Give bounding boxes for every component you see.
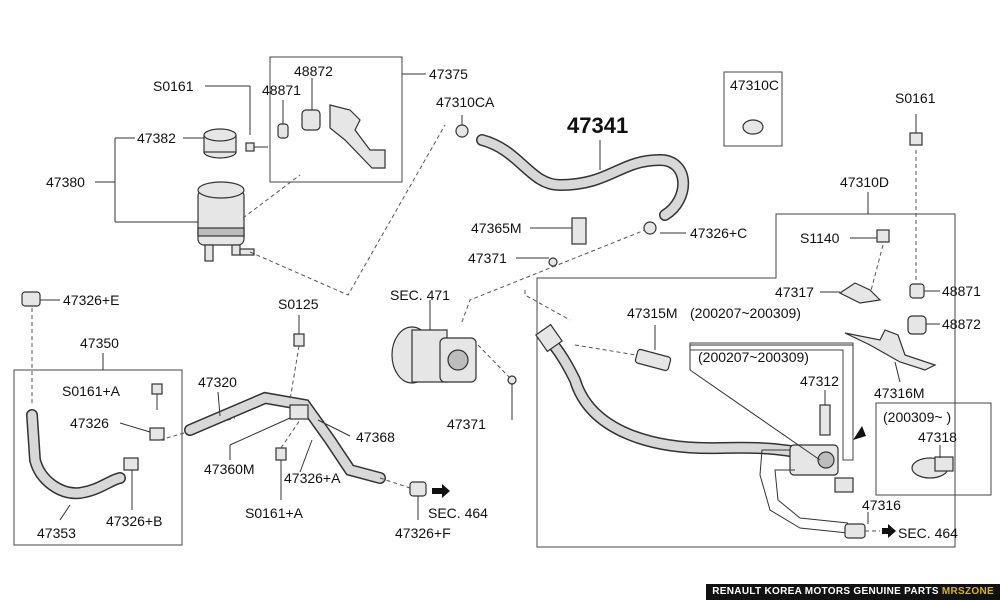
bracket-kit-box xyxy=(269,56,403,183)
reservoir-tank xyxy=(197,181,255,262)
bolt-s1140 xyxy=(876,229,890,243)
washer-47371-a xyxy=(548,257,558,267)
bracket-47317 xyxy=(838,282,882,304)
label-s0161-plus-a1: S0161+A xyxy=(62,383,121,399)
label-47320: 47320 xyxy=(198,374,237,390)
bushing-48872-b xyxy=(907,315,927,335)
label-sec464-b: SEC. 464 xyxy=(898,525,958,541)
bracket-47316m xyxy=(844,329,937,371)
reservoir-bracket xyxy=(329,104,386,169)
label-47360m: 47360M xyxy=(204,461,255,477)
label-47326a: 47326+A xyxy=(284,470,341,486)
label-sec471: SEC. 471 xyxy=(390,287,450,303)
label-47326e: 47326+E xyxy=(63,292,119,308)
pressure-valve-block xyxy=(789,444,854,493)
clamp-47310ca xyxy=(455,124,469,138)
label-s0161-plus-a2: S0161+A xyxy=(245,505,304,521)
label-47326f: 47326+F xyxy=(395,525,451,541)
clamp-47326 xyxy=(149,427,165,441)
grommet-48871-b xyxy=(909,283,925,299)
arrow-sec464-b xyxy=(882,524,896,538)
clamp-47326b xyxy=(123,457,139,471)
clamp-47326e xyxy=(21,291,41,307)
label-48871-a: 48871 xyxy=(262,82,301,98)
reservoir-cap xyxy=(203,128,237,159)
label-47371-b: 47371 xyxy=(447,416,486,432)
clamp-47310c xyxy=(742,119,764,135)
label-47312: 47312 xyxy=(800,373,839,389)
hose-fitting-top xyxy=(535,323,563,353)
label-47353: 47353 xyxy=(37,525,76,541)
label-sec464-a: SEC. 464 xyxy=(428,505,488,521)
pressure-hose-group xyxy=(524,114,992,548)
label-47310c: 47310C xyxy=(730,77,779,93)
label-47380: 47380 xyxy=(46,174,85,190)
label-47315m: 47315M xyxy=(627,305,678,321)
bolt-s0161-b xyxy=(909,132,923,146)
label-47326: 47326 xyxy=(70,415,109,431)
power-steering-pump xyxy=(391,326,477,384)
label-s1140: S1140 xyxy=(800,230,840,246)
label-s0161-a: S0161 xyxy=(153,78,194,94)
label-200309: (200309~ ) xyxy=(883,409,951,425)
label-47341: 47341 xyxy=(567,113,628,138)
label-48871-b: 48871 xyxy=(942,283,981,299)
label-200207-a: (200207~200309) xyxy=(690,305,801,321)
label-47317: 47317 xyxy=(775,284,814,300)
bolt-s0125 xyxy=(293,333,305,347)
label-47310ca: 47310CA xyxy=(436,94,495,110)
label-47316: 47316 xyxy=(862,497,901,513)
label-47365m: 47365M xyxy=(471,220,522,236)
suction-hose-47341 xyxy=(455,115,690,235)
variant-200309-box xyxy=(875,402,992,496)
bolt-s0161-a1 xyxy=(151,383,163,395)
reservoir-group xyxy=(95,56,446,296)
label-s0161-b: S0161 xyxy=(895,90,936,106)
return-line-group xyxy=(13,291,450,546)
sensor-47312 xyxy=(819,404,831,436)
pump-group xyxy=(391,217,646,420)
clamp-47326f xyxy=(409,481,427,497)
bushing-48872 xyxy=(301,109,321,131)
return-hose-box xyxy=(13,369,183,546)
label-48872-b: 48872 xyxy=(942,316,981,332)
grommet-48871 xyxy=(277,123,289,139)
bolt-s0161-a xyxy=(245,142,268,152)
label-47371-a: 47371 xyxy=(468,250,507,266)
fitting-47316 xyxy=(844,523,866,539)
clamp-47326c xyxy=(643,221,657,235)
label-47375: 47375 xyxy=(429,66,468,82)
label-47310d: 47310D xyxy=(840,174,889,190)
label-48872-a: 48872 xyxy=(294,63,333,79)
sensor-47318 xyxy=(911,456,954,479)
pressure-hose-box xyxy=(536,213,956,548)
label-47316m: 47316M xyxy=(874,385,925,401)
clamp-47310c-group xyxy=(723,71,783,147)
label-s0125: S0125 xyxy=(278,296,319,312)
footer-brand: MRSZONE xyxy=(941,586,994,597)
footer-text: RENAULT KOREA MOTORS GENUINE PARTS xyxy=(712,586,939,597)
union-bolt-47365m xyxy=(571,217,587,245)
label-47368: 47368 xyxy=(356,429,395,445)
watermark-footer: RENAULT KOREA MOTORS GENUINE PARTS MRSZO… xyxy=(706,584,1000,600)
label-47318: 47318 xyxy=(918,429,957,445)
label-47326c: 47326+C xyxy=(690,225,747,241)
label-47382: 47382 xyxy=(137,130,176,146)
label-47350: 47350 xyxy=(80,335,119,351)
bracket-47360m xyxy=(289,404,309,420)
sensor-47315m xyxy=(634,348,672,372)
part-labels: 47341 S0161 48872 47375 48871 47310CA 47… xyxy=(37,63,981,541)
label-200207-b: (200207~200309) xyxy=(698,349,809,365)
bolt-s0161-a2 xyxy=(275,447,287,461)
label-47326b: 47326+B xyxy=(106,513,162,529)
arrow-sec464-a xyxy=(432,484,450,498)
